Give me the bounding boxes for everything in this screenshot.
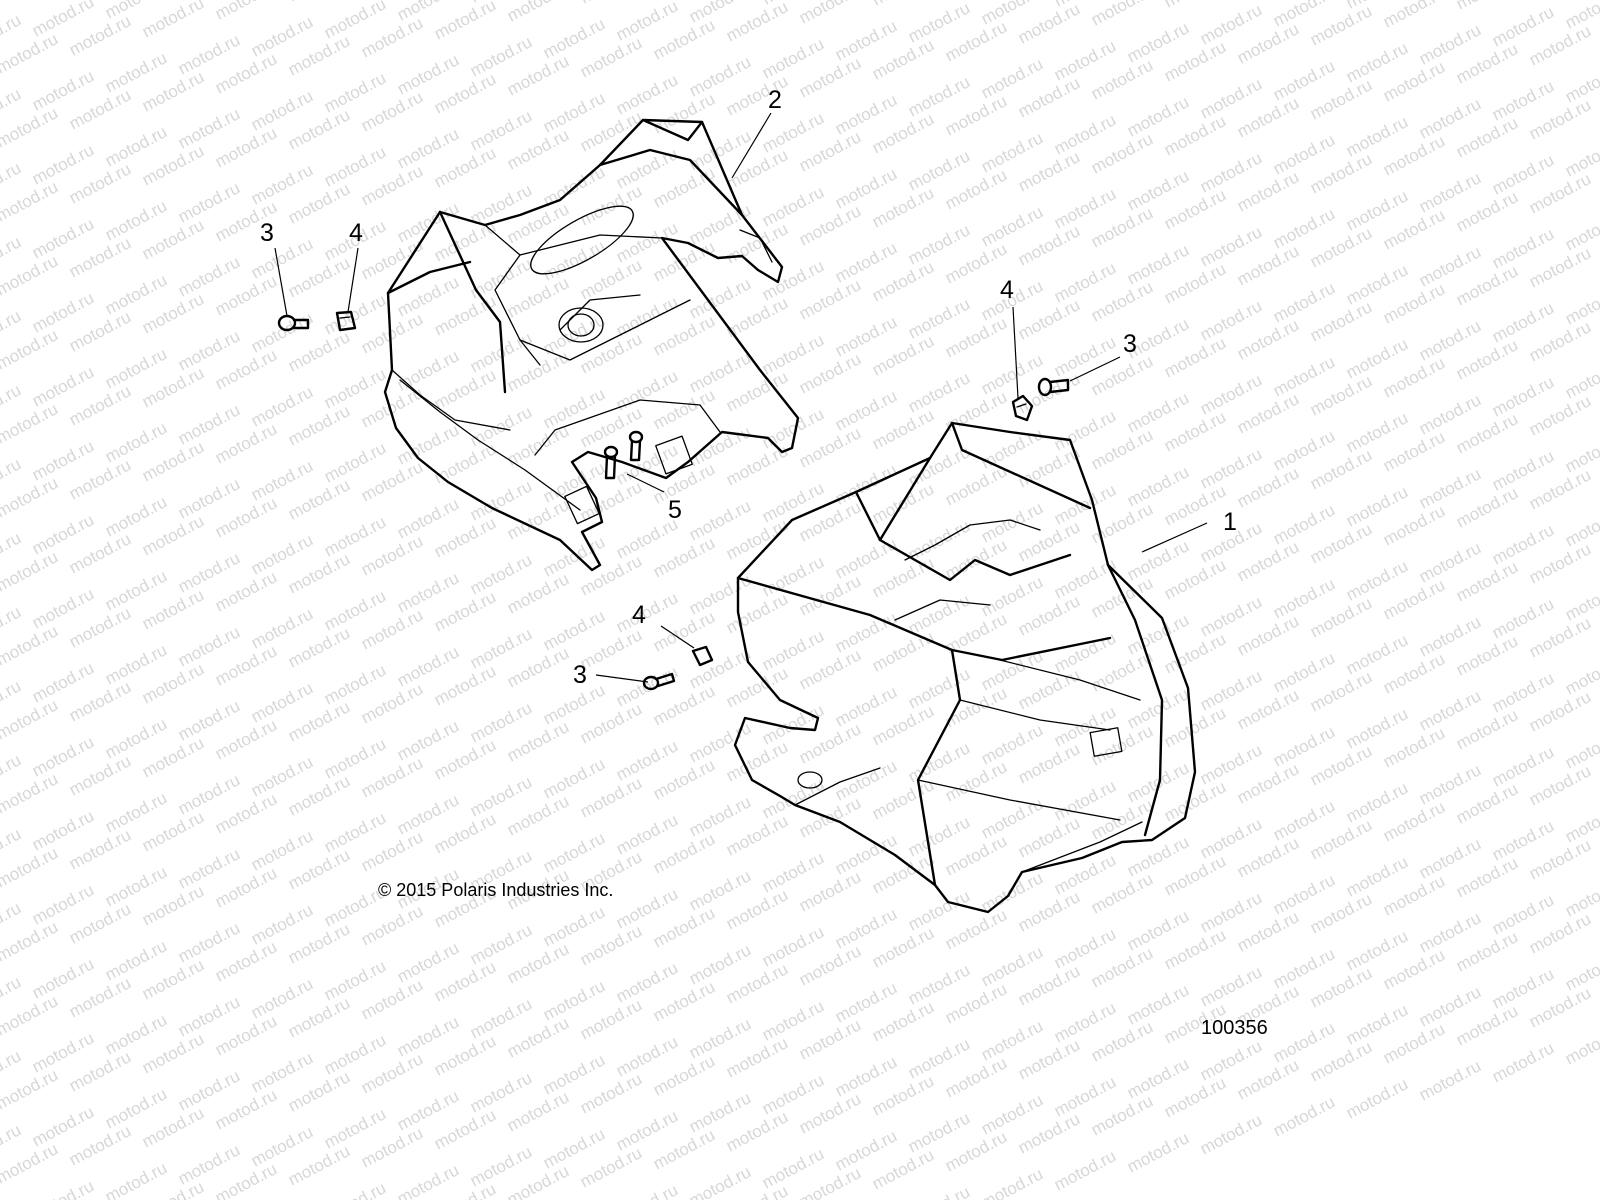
watermark-text: motod.ru <box>321 1178 389 1200</box>
watermark-text: motod.ru <box>0 843 61 891</box>
callout-part-3-right: 3 <box>1123 330 1137 358</box>
watermark-text: motod.ru <box>212 0 280 24</box>
copyright-text: © 2015 Polaris Industries Inc. <box>378 880 613 900</box>
watermark-text: motod.ru <box>1161 0 1229 12</box>
watermark-text: motod.ru <box>686 1162 754 1200</box>
watermark-text: motod.ru <box>0 1065 61 1113</box>
watermark-text: motod.ru <box>869 0 937 10</box>
watermark-text: motod.ru <box>0 177 61 225</box>
watermark-text: motod.ru <box>0 1139 61 1187</box>
callout-part-4-left: 4 <box>349 219 363 247</box>
callout-part-4-right: 4 <box>1000 276 1014 304</box>
watermark-text: motod.ru <box>0 325 61 373</box>
watermark-text: motod.ru <box>1453 0 1521 14</box>
bolt-5-a <box>603 445 619 480</box>
watermark-text: motod.ru <box>285 0 353 6</box>
clip-4-lower <box>691 645 714 667</box>
watermark-text: motod.ru <box>0 547 61 595</box>
watermark-text: motod.ru <box>0 695 61 743</box>
watermark-text: motod.ru <box>0 251 61 299</box>
watermark-text: motod.ru <box>1051 1146 1119 1194</box>
watermark-text: motod.ru <box>1088 0 1156 30</box>
watermark-text: motod.ru <box>394 1160 462 1200</box>
callout-part-1: 1 <box>1223 508 1237 536</box>
callout-part-4-lower: 4 <box>632 601 646 629</box>
watermark-text: motod.ru <box>905 1182 973 1200</box>
watermark-text: motod.ru <box>29 1176 97 1200</box>
watermark-text: motod.ru <box>577 0 645 8</box>
watermark-text: motod.ru <box>0 621 61 669</box>
callout-part-2: 2 <box>768 86 782 114</box>
callout-part-5: 5 <box>668 496 682 524</box>
watermark-text: motod.ru <box>0 1194 24 1200</box>
watermark-text: motod.ru <box>613 1180 681 1200</box>
watermark-text: motod.ru <box>978 1164 1046 1200</box>
watermark-text: motod.ru <box>102 1158 170 1200</box>
watermark-text: motod.ru <box>0 473 61 521</box>
watermark-text: motod.ru <box>1562 1020 1600 1068</box>
watermark-text: motod.ru <box>1416 1056 1484 1104</box>
bolt-5-b <box>628 430 644 462</box>
watermark-text: motod.ru <box>1489 1038 1557 1086</box>
watermark-text: motod.ru <box>796 0 864 28</box>
figure-number: 100356 <box>1201 1017 1268 1039</box>
watermark-text: motod.ru <box>0 0 61 4</box>
watermark-text: motod.ru <box>1343 1074 1411 1122</box>
watermark-text: motod.ru <box>1270 1092 1338 1140</box>
watermark-text: motod.ru <box>139 0 207 42</box>
watermark-text: motod.ru <box>1197 1110 1265 1158</box>
callout-part-3-left: 3 <box>260 219 274 247</box>
watermark-text: motod.ru <box>0 399 61 447</box>
watermark-text: motod.ru <box>0 769 61 817</box>
watermark-text: motod.ru <box>1124 1128 1192 1176</box>
watermark-text: motod.ru <box>0 991 61 1039</box>
watermark-text: motod.ru <box>0 917 61 965</box>
watermark-text: motod.ru <box>723 0 791 46</box>
watermark-text: motod.ru <box>0 103 61 151</box>
watermark-text: motod.ru <box>0 29 61 77</box>
watermark-text: motod.ru <box>431 0 499 44</box>
watermark-text: motod.ru <box>504 0 572 26</box>
callout-part-3-lower: 3 <box>573 661 587 689</box>
watermark-text: motod.ru <box>1380 0 1448 32</box>
